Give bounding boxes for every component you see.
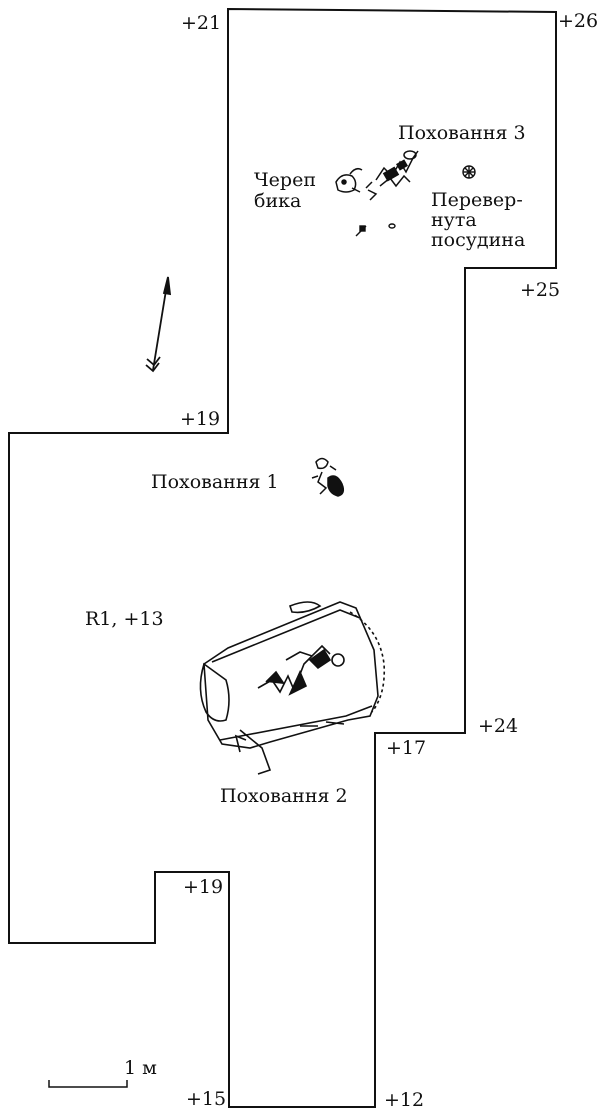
bull-skull-label-line1: Череп	[254, 169, 317, 191]
burial-1-remains	[311, 457, 345, 497]
burial-2-skeleton	[257, 644, 345, 696]
vessel-label-line3: посудина	[431, 229, 526, 251]
depth-mark-ne-corner: +26	[558, 10, 599, 32]
excavation-outline	[8, 7, 557, 1108]
depth-mark-west-step: +19	[180, 408, 221, 430]
north-arrow-icon	[145, 276, 172, 373]
depth-mark-se-bottom: +12	[384, 1089, 425, 1111]
depth-mark-r1: R1, +13	[85, 608, 164, 630]
burial-3-remains	[365, 150, 419, 201]
scale-bar	[48, 1080, 128, 1088]
burial-2-chamber	[199, 601, 386, 775]
burial-3-label: Поховання 3	[398, 122, 526, 144]
burial-2-label: Поховання 2	[220, 785, 348, 807]
depth-mark-east-inner: +24	[478, 715, 519, 737]
scale-bar-label: 1 м	[124, 1057, 157, 1079]
bull-skull-label-line2: бика	[254, 190, 302, 212]
bull-skull-remains	[335, 167, 363, 193]
vessel-icon	[462, 165, 476, 179]
vessel-label-line1: Перевер-	[431, 189, 523, 211]
small-finds	[355, 223, 396, 237]
depth-mark-inner-step: +17	[386, 737, 427, 759]
depth-mark-lower-step: +19	[183, 876, 224, 898]
depth-mark-sw-bottom: +15	[186, 1088, 227, 1110]
burial-1-label: Поховання 1	[151, 471, 279, 493]
depth-mark-east-step: +25	[520, 279, 561, 301]
vessel-label-line2: нута	[431, 209, 477, 231]
depth-mark-nw-corner: +21	[181, 12, 222, 34]
